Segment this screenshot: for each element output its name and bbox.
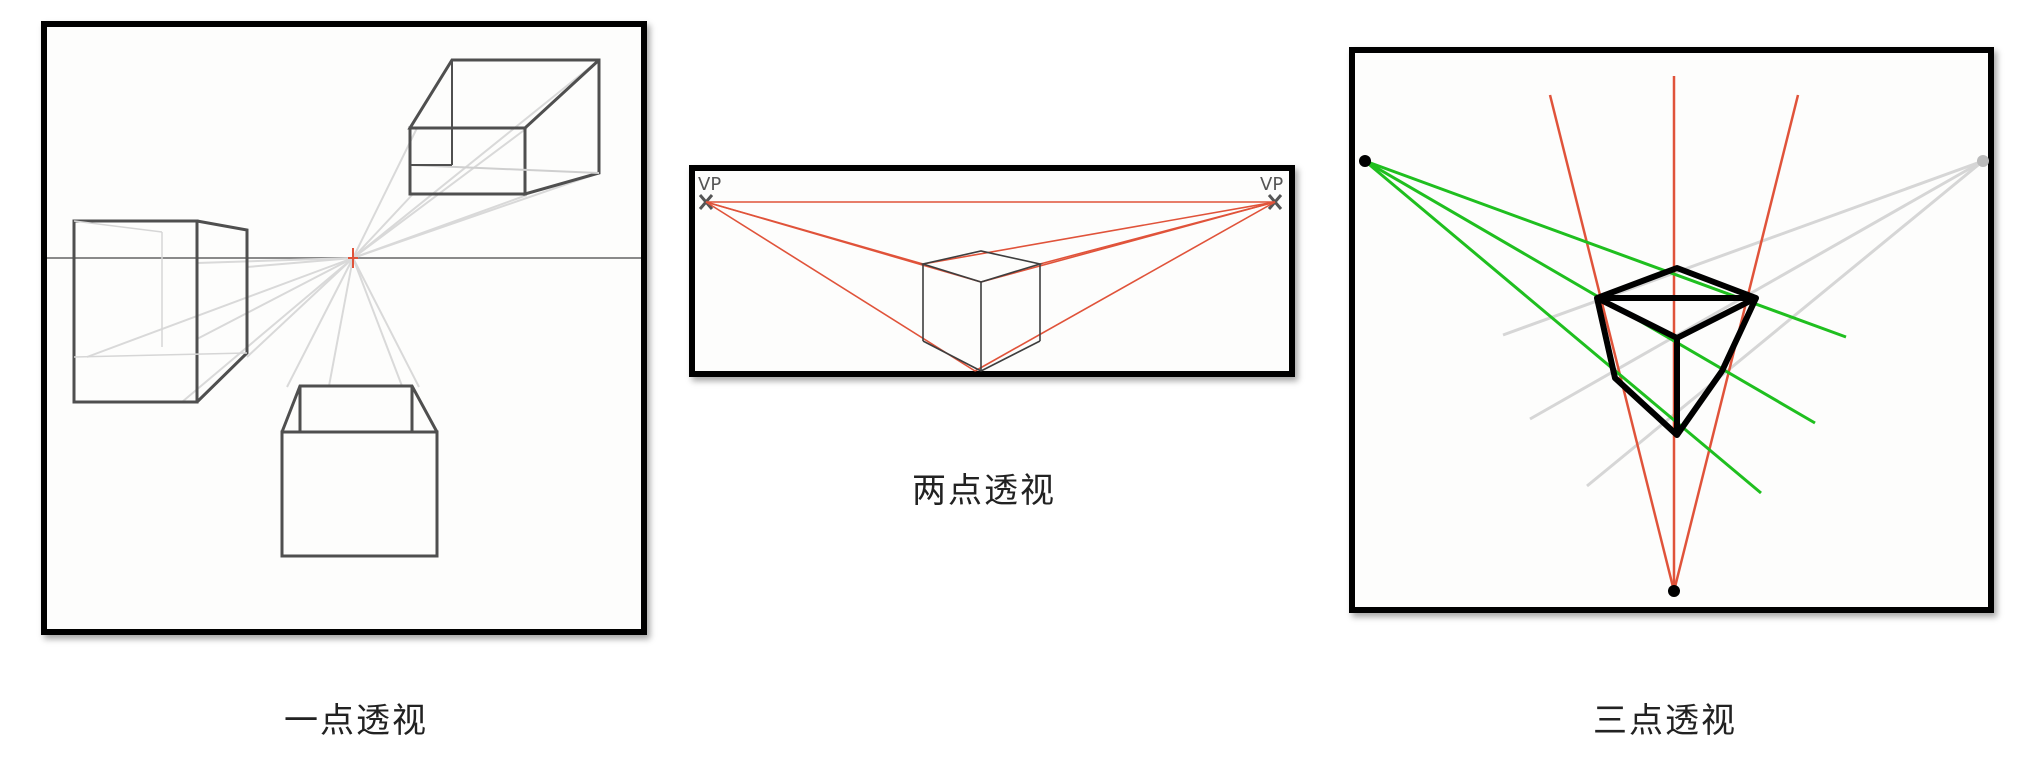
two-point-cube — [919, 250, 1044, 372]
top-right-cube — [407, 58, 601, 196]
caption-three-point: 三点透视 — [1593, 701, 1737, 741]
vp-right-label: VP — [1260, 174, 1283, 195]
three-point-cube — [1594, 265, 1759, 438]
caption-two-point: 两点透视 — [912, 471, 1056, 511]
one-point-guide-lines — [86, 59, 600, 403]
three-point-perspective-panel — [1349, 47, 1994, 613]
vp-left-dot — [1359, 155, 1371, 167]
two-point-red-lines — [705, 201, 1276, 372]
three-point-gray-lines — [1502, 159, 1984, 488]
two-point-diagram: VP VP — [698, 174, 1283, 372]
caption-one-point: 一点透视 — [284, 701, 428, 741]
one-point-perspective-panel — [41, 21, 647, 635]
left-cube — [72, 219, 249, 404]
one-point-diagram — [47, 58, 641, 558]
vp-bottom-dot — [1668, 585, 1680, 597]
two-point-perspective-panel: VP VP — [689, 165, 1295, 377]
three-point-diagram — [1359, 76, 1989, 597]
vanishing-point-mark — [348, 248, 358, 268]
vp-left-label: VP — [698, 174, 721, 195]
vp-right-dot — [1977, 155, 1989, 167]
three-point-green-lines — [1364, 159, 1847, 495]
bottom-cube — [280, 384, 439, 558]
